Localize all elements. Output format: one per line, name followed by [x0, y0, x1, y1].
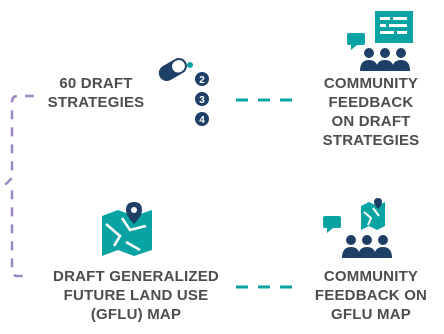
bubble-4: 4: [199, 115, 205, 126]
label-gflu-map: DRAFT GENERALIZED FUTURE LAND USE (GFLU)…: [53, 268, 219, 323]
bubble-3: 3: [199, 95, 205, 106]
map-audience-icon: [323, 198, 392, 258]
presentation-audience-icon: [347, 11, 413, 71]
map-pin-icon: [102, 202, 152, 256]
loop-bracket: [4, 94, 34, 278]
label-feedback-gflu: COMMUNITY FEEDBACK ON GFLU MAP: [314, 268, 428, 323]
label-draft-strategies: 60 DRAFT STRATEGIES: [47, 75, 145, 111]
pill-bubbles-icon: 2 3 4: [158, 58, 209, 126]
bubble-2: 2: [199, 75, 205, 86]
label-feedback-strategies: COMMUNITY FEEDBACK ON DRAFT STRATEGIES: [322, 75, 420, 149]
